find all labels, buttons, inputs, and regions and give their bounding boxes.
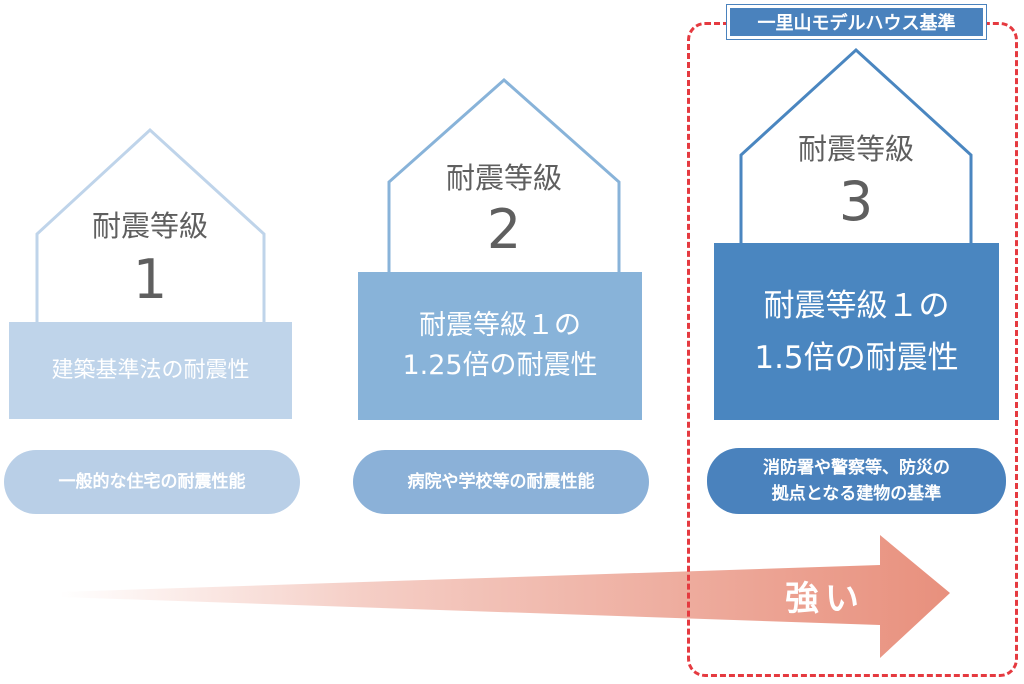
level-3-band-line-1: 耐震等級１の bbox=[763, 287, 950, 324]
arrow-shape bbox=[60, 535, 950, 658]
level-1-title: 耐震等級 bbox=[91, 209, 208, 243]
level-2-number: 2 bbox=[486, 198, 522, 261]
level-1-pill-line: 一般的な住宅の耐震性能 bbox=[58, 472, 246, 492]
arrow-label: 強い bbox=[785, 579, 865, 619]
level-2-pill: 病院や学校等の耐震性能 bbox=[353, 450, 649, 514]
level-2-pill-line: 病院や学校等の耐震性能 bbox=[407, 472, 595, 492]
level-3-title: 耐震等級 bbox=[797, 132, 914, 166]
level-1-pill: 一般的な住宅の耐震性能 bbox=[4, 450, 300, 514]
level-3-pill: 消防署や警察等、防災の 拠点となる建物の基準 bbox=[707, 448, 1006, 514]
level-1-number: 1 bbox=[132, 248, 168, 311]
level-2-band-line-2: 1.25倍の耐震性 bbox=[402, 350, 598, 381]
level-2-band: 耐震等級１の 1.25倍の耐震性 bbox=[358, 272, 642, 420]
level-3-number: 3 bbox=[838, 170, 874, 233]
level-1-band: 建築基準法の耐震性 bbox=[9, 322, 292, 419]
level-3-pill-line-1: 消防署や警察等、防災の bbox=[763, 458, 950, 478]
highlight-label: 一里山モデルハウス基準 bbox=[726, 4, 987, 40]
level-3-band: 耐震等級１の 1.5倍の耐震性 bbox=[714, 243, 999, 420]
level-1-band-line: 建築基準法の耐震性 bbox=[51, 357, 250, 383]
level-3-band-line-2: 1.5倍の耐震性 bbox=[754, 339, 959, 376]
level-3-pill-line-2: 拠点となる建物の基準 bbox=[771, 484, 942, 504]
level-2-title: 耐震等級 bbox=[445, 161, 562, 195]
level-2-band-line-1: 耐震等級１の bbox=[419, 310, 581, 341]
